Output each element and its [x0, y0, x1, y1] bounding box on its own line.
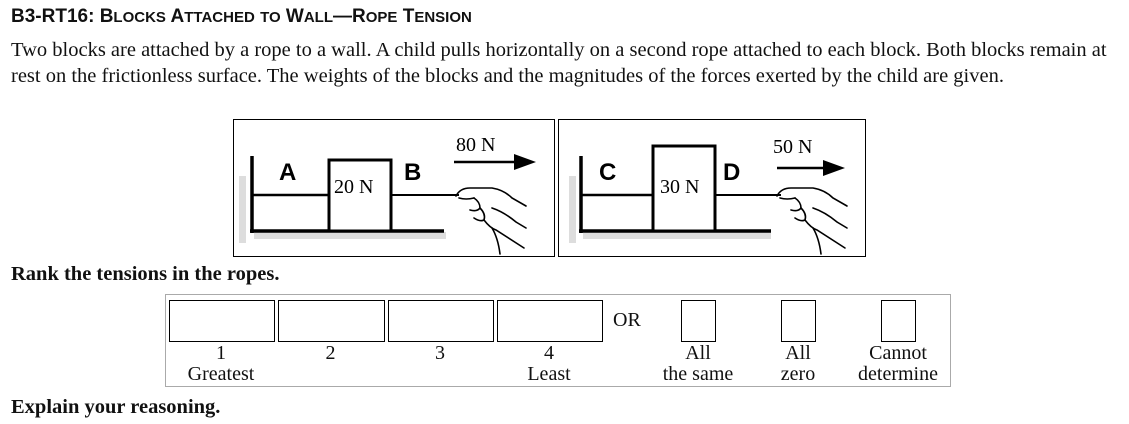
- ranking-answer-area: 1 Greatest 2 3 4 Least OR All the same A…: [165, 294, 951, 387]
- option-line1: Cannot: [869, 342, 927, 364]
- title-word: BLOCKS: [99, 6, 166, 27]
- force-arrow-icon: [454, 154, 536, 170]
- rank-slot-4[interactable]: [497, 300, 603, 342]
- cannot-determine-checkbox[interactable]: [881, 300, 916, 342]
- option-line2: determine: [858, 363, 938, 385]
- option-line1: All: [685, 342, 711, 364]
- rank-number: 3: [435, 342, 445, 364]
- pull-force-label: 50 N: [773, 136, 812, 158]
- option-line2: zero: [780, 363, 816, 385]
- floor-shadow: [583, 232, 771, 239]
- hand-icon: [776, 187, 848, 255]
- wall-shadow: [569, 176, 576, 243]
- explain-prompt: Explain your reasoning.: [11, 396, 221, 418]
- rank-label-4: 4 Least: [497, 343, 601, 385]
- force-arrow-icon: [777, 160, 845, 176]
- or-label: OR: [613, 309, 641, 331]
- all-zero-checkbox[interactable]: [781, 300, 816, 342]
- problem-title: B3-RT16: BLOCKS ATTACHED TO WALL—ROPE TE…: [11, 6, 472, 28]
- all-zero-label: All zero: [762, 343, 834, 385]
- rank-slot-3[interactable]: [388, 300, 494, 342]
- floor-shadow: [254, 232, 446, 239]
- rope-label-d: D: [723, 159, 740, 186]
- cannot-determine-label: Cannot determine: [846, 343, 950, 385]
- option-line2: the same: [662, 363, 734, 385]
- title-word: TO: [260, 9, 281, 26]
- rank-label-1: 1 Greatest: [169, 343, 273, 385]
- block-weight-label: 20 N: [334, 176, 373, 198]
- rank-label-3: 3: [388, 343, 492, 364]
- figure-panel-2: C 30 N D 50 N: [558, 119, 866, 257]
- pull-force-label: 80 N: [456, 134, 495, 156]
- problem-title-text: BLOCKS ATTACHED TO WALL—ROPE TENSION: [100, 6, 472, 27]
- problem-code: B3-RT16:: [11, 6, 95, 27]
- all-same-label: All the same: [642, 343, 754, 385]
- option-line1: All: [785, 342, 811, 364]
- title-word: ATTACHED: [170, 6, 255, 27]
- ranking-question: Rank the tensions in the ropes.: [11, 263, 280, 285]
- rank-number: 1: [216, 342, 226, 364]
- all-same-checkbox[interactable]: [681, 300, 716, 342]
- problem-description: Two blocks are attached by a rope to a w…: [11, 39, 1107, 87]
- block-weight-label: 30 N: [660, 176, 699, 198]
- rank-caption: Least: [527, 363, 571, 385]
- rank-caption: Greatest: [187, 363, 255, 385]
- rope-label-a: A: [279, 159, 296, 186]
- rope-label-c: C: [599, 159, 616, 186]
- figure-panel-1: A 20 N B 80 N: [233, 119, 555, 257]
- wall-shadow: [239, 176, 246, 243]
- rank-number: 4: [544, 342, 554, 364]
- title-word: —ROPE: [333, 6, 398, 27]
- rank-slot-2[interactable]: [278, 300, 385, 342]
- rope-label-b: B: [404, 159, 421, 186]
- title-word: TENSION: [402, 6, 472, 27]
- rank-label-2: 2: [278, 343, 383, 364]
- hand-icon: [455, 187, 527, 255]
- rank-slot-1[interactable]: [169, 300, 275, 342]
- block: [651, 144, 717, 233]
- rank-number: 2: [325, 342, 336, 364]
- title-word: WALL: [285, 6, 334, 27]
